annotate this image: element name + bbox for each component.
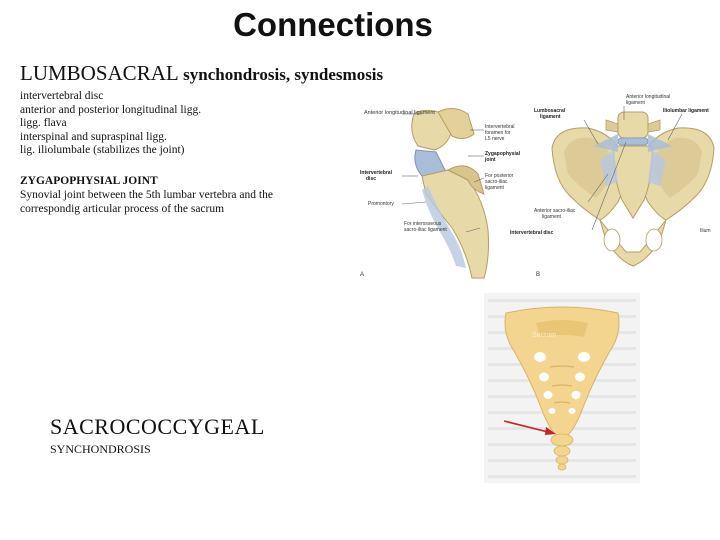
zygapophysial-title: ZYGAPOPHYSIAL JOINT — [20, 175, 158, 187]
label-iv-disc-2: disc — [366, 176, 376, 182]
lumbosacral-heading-sub: synchondrosis, syndesmosis — [183, 65, 383, 84]
label-anterior-longitudinal: Anterior longitudinal ligament — [364, 110, 435, 116]
list-item: intervertebral disc — [20, 90, 201, 104]
panel-b-illustration — [552, 106, 714, 266]
panel-a-letter: A — [360, 272, 364, 278]
label-post-sacroiliac-3: ligament — [485, 185, 505, 191]
list-item: anterior and posterior longitudinal ligg… — [20, 104, 201, 118]
lumbosacral-heading-main: LUMBOSACRAL — [20, 61, 178, 85]
sacrum-coccyx-figure: Sacrum — [484, 293, 640, 483]
lumbosacral-heading: LUMBOSACRAL synchondrosis, syndesmosis — [20, 61, 383, 86]
label-ilium: Ilium — [700, 228, 711, 234]
label-lumbosacral-lig-2: ligament — [540, 114, 561, 120]
panel-a-illustration — [402, 108, 489, 278]
panel-b-letter: B — [536, 272, 540, 278]
label-iv-disc-1: Intervertebral — [360, 170, 393, 176]
label-iv-foramen-3: L5 nerve — [485, 136, 505, 142]
label-interosseous-2: sacro-iliac ligament — [404, 227, 447, 233]
lumbosacral-list: intervertebral disc anterior and posteri… — [20, 90, 201, 158]
label-ant-sacroiliac-2: ligament — [542, 214, 562, 220]
zygapophysial-description: Synovial joint between the 5th lumbar ve… — [20, 189, 285, 216]
label-zygapophysial-2: joint — [484, 157, 496, 163]
slide-title: Connections — [0, 6, 666, 44]
sacrum-watermark-label: Sacrum — [532, 332, 556, 339]
sacrococcygeal-subtitle: SYNCHONDROSIS — [50, 442, 151, 457]
list-item: lig. iliolumbale (stabilizes the joint) — [20, 144, 201, 158]
list-item: ligg. flava — [20, 117, 201, 131]
list-item: interspinal and supraspinal ligg. — [20, 131, 201, 145]
lumbosacral-anatomy-figure: Anterior longitudinal ligament Intervert… — [356, 90, 720, 285]
label-ant-long-b-2: ligament — [626, 100, 646, 106]
label-promontory: Promontory — [368, 201, 394, 207]
sacrococcygeal-title: SACROCOCCYGEAL — [50, 414, 265, 440]
label-iliolumbar: Iliolumbar ligament — [663, 108, 709, 114]
label-iv-disc-b: Intervertebral disc — [510, 230, 554, 236]
